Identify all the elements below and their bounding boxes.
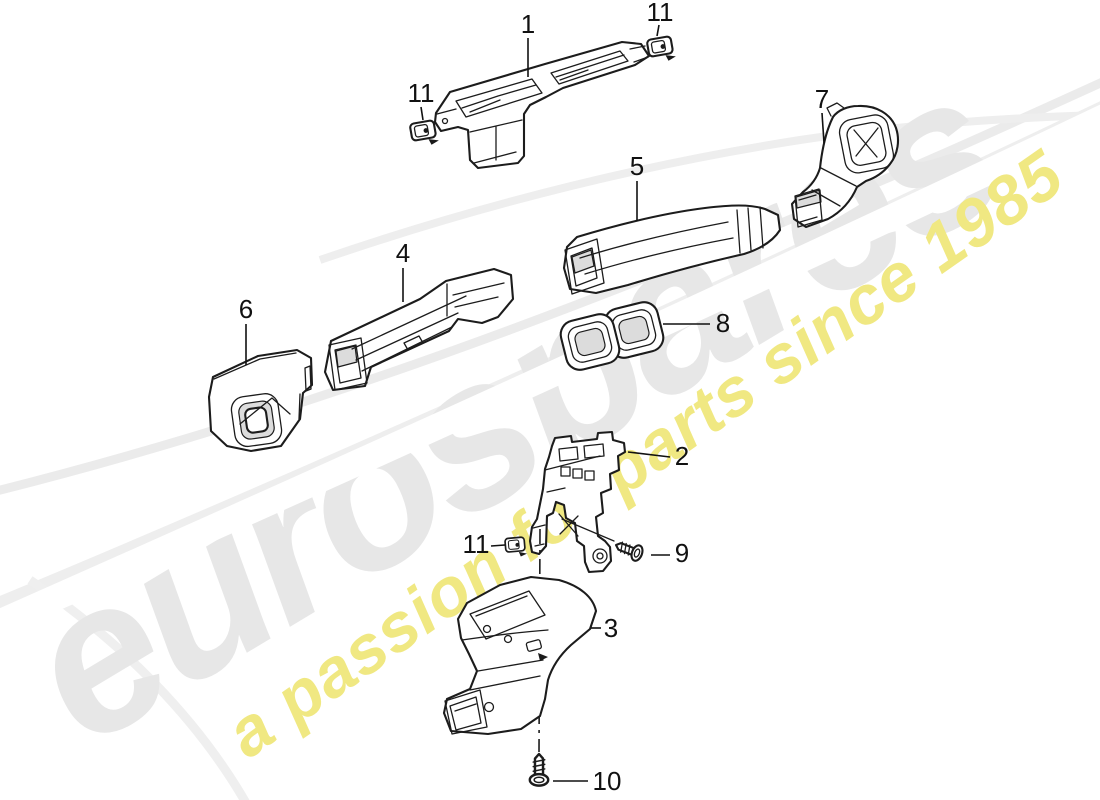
part-7-elbow-duct xyxy=(790,102,900,229)
swoosh-highlight xyxy=(0,104,1100,637)
callout-8: 8 xyxy=(663,308,730,338)
callout-8-label: 8 xyxy=(716,308,730,338)
diagram-layer: 1 11 11 7 5 4 xyxy=(207,0,900,796)
part-8-twin-vents xyxy=(559,301,665,371)
callout-1: 1 xyxy=(521,9,535,77)
swoosh-curve xyxy=(318,111,1100,264)
clip-11-upper-right xyxy=(645,34,678,65)
callout-3-label: 3 xyxy=(604,613,618,643)
callouts: 1 11 11 7 5 4 xyxy=(239,0,829,796)
part-4-center-duct xyxy=(323,267,515,392)
callout-7-label: 7 xyxy=(815,84,829,114)
callout-11-middle: 11 xyxy=(463,529,506,559)
callout-7: 7 xyxy=(815,84,829,144)
part-3-lower-duct xyxy=(442,575,598,736)
screw-10 xyxy=(528,752,550,787)
callout-9: 9 xyxy=(651,538,689,568)
screw-9 xyxy=(612,536,646,564)
part-5-curved-duct xyxy=(562,204,782,295)
callout-11-upper-left: 11 xyxy=(408,78,435,121)
callout-11-label: 11 xyxy=(408,78,435,108)
part-1-defroster-duct xyxy=(433,40,651,170)
callout-11-label: 11 xyxy=(647,0,674,27)
clip-11-upper-left xyxy=(408,118,441,149)
callout-5: 5 xyxy=(630,151,644,221)
callout-4-label: 4 xyxy=(396,238,410,268)
callout-9-label: 9 xyxy=(675,538,689,568)
callout-2-label: 2 xyxy=(675,441,689,471)
callout-2: 2 xyxy=(627,441,689,471)
callout-10: 10 xyxy=(553,766,621,796)
callout-10-label: 10 xyxy=(593,766,622,796)
callout-11-label: 11 xyxy=(463,529,490,559)
callout-6: 6 xyxy=(239,294,253,365)
callout-3: 3 xyxy=(591,613,618,643)
callout-4: 4 xyxy=(396,238,410,302)
callout-6-label: 6 xyxy=(239,294,253,324)
screw-9-guide-line xyxy=(561,518,615,542)
callout-1-label: 1 xyxy=(521,9,535,39)
part-6-outlet-duct xyxy=(207,348,314,453)
callout-11-upper-right: 11 xyxy=(647,0,674,37)
part-2-distributor-bracket xyxy=(528,430,627,574)
callout-5-label: 5 xyxy=(630,151,644,181)
watermark-layer: eurospares a passion for parts since 198… xyxy=(0,28,1100,800)
